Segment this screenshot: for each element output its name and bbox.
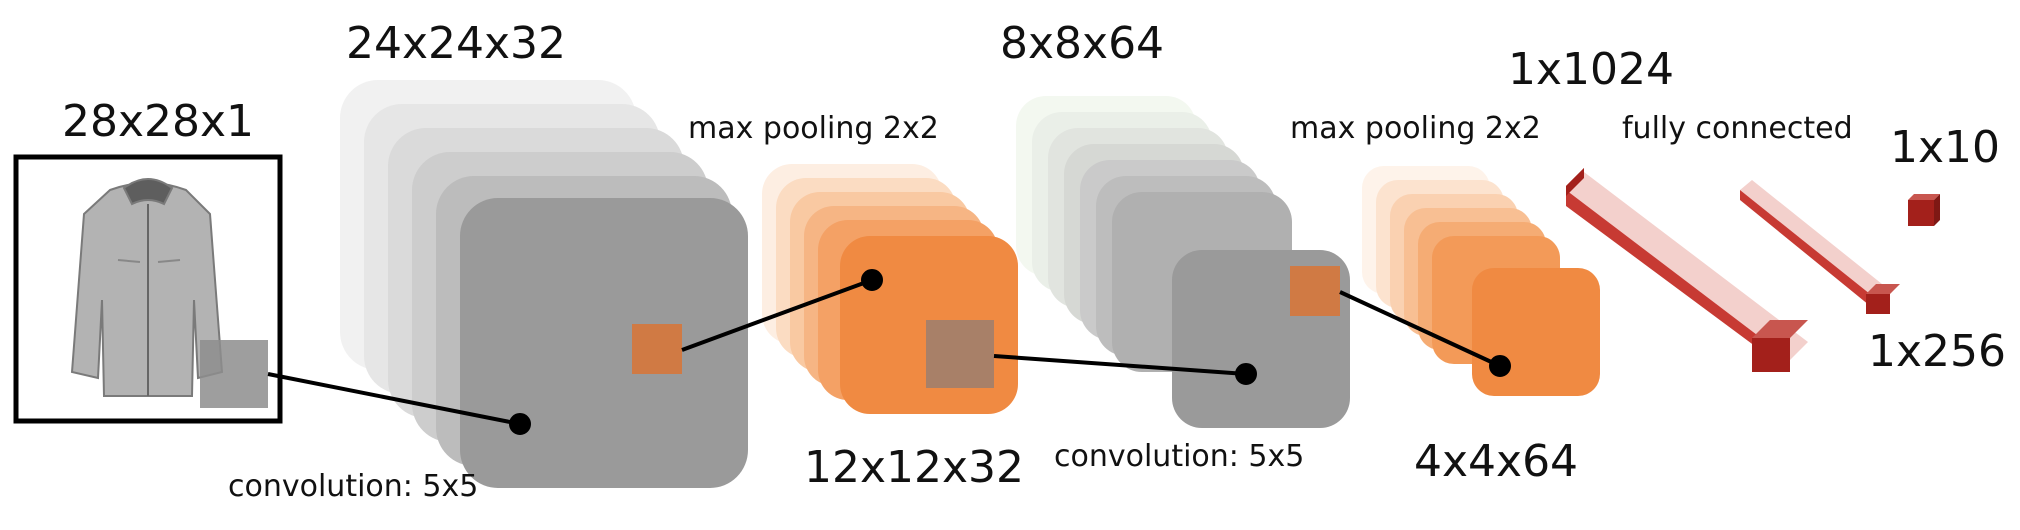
- conv1-pool-patch: [632, 324, 682, 374]
- pool2-feature-maps: [1362, 166, 1600, 396]
- conv1-feature-maps: [340, 80, 748, 488]
- pool1-op-label: max pooling 2x2: [688, 111, 939, 146]
- pool1-conv-patch: [926, 320, 994, 388]
- fc2-size-label: 1x256: [1868, 326, 2007, 377]
- output-size-label: 1x10: [1890, 122, 2001, 173]
- connection-lines: [267, 269, 1511, 435]
- fc1-size-label: 1x1024: [1508, 44, 1675, 95]
- pool2-size-label: 4x4x64: [1414, 436, 1579, 487]
- fc-op-label: fully connected: [1622, 111, 1853, 146]
- input-image-panel: [13, 154, 283, 424]
- output-cube: [1908, 194, 1940, 226]
- pool1-feature-maps: [762, 164, 1018, 414]
- dense-layer-256: [1740, 180, 1900, 314]
- conv2-size-label: 8x8x64: [1000, 18, 1165, 69]
- conv2-feature-maps: [1016, 96, 1350, 428]
- jacket-icon: [70, 178, 224, 397]
- input-size-label: 28x28x1: [62, 96, 255, 147]
- dense-layer-1024: [1566, 168, 1808, 372]
- conv2-pool-patch: [1290, 266, 1340, 316]
- conv1-op-label: convolution: 5x5: [228, 469, 479, 504]
- pool2-op-label: max pooling 2x2: [1290, 111, 1541, 146]
- conv1-size-label: 24x24x32: [346, 18, 567, 69]
- input-receptive-field: [200, 340, 268, 408]
- conv2-op-label: convolution: 5x5: [1054, 439, 1305, 474]
- pool1-size-label: 12x12x32: [804, 442, 1025, 493]
